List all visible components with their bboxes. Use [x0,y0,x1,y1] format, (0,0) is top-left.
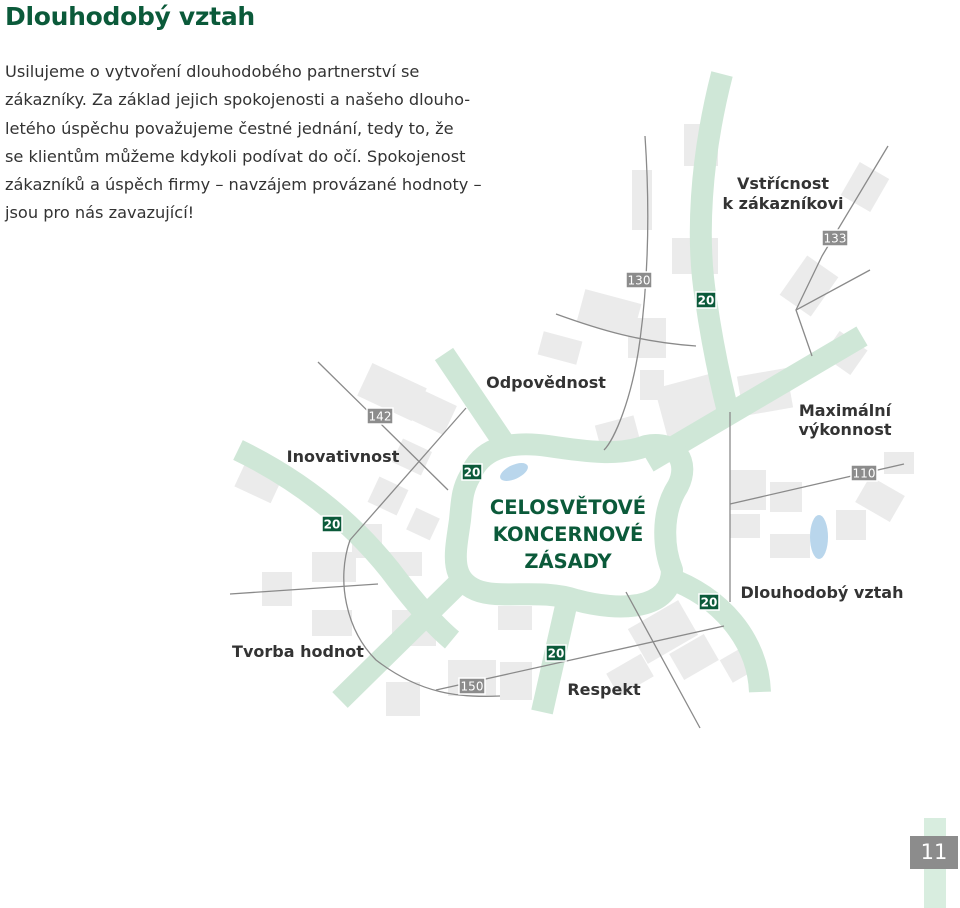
intro-line: zákazníky. Za základ jejich spokojenosti… [5,90,471,110]
intro-line: zákazníků a úspěch firmy – navzájem prov… [5,175,482,195]
svg-text:20: 20 [464,466,481,480]
center-line: ZÁSADY [524,550,612,573]
intro-line: jsou pro nás zavazující! [5,203,195,223]
route-sign-133: 133 [821,229,849,247]
svg-text:142: 142 [369,410,392,424]
label-inovativnost: Inovativnost [287,447,400,466]
label-tvorba-hodnot: Tvorba hodnot [232,642,364,661]
center-line: KONCERNOVÉ [493,523,644,546]
label-dlouhodoby-vztah: Dlouhodobý vztah [740,583,903,602]
svg-text:20: 20 [701,596,718,610]
page-title: Dlouhodobý vztah [5,2,255,31]
intro-paragraph: Usilujeme o vytvoření dlouhodobého partn… [5,58,482,228]
route-sign-20: 20 [545,644,567,662]
water [500,463,828,559]
center-label: CELOSVĚTOVÉ KONCERNOVÉ ZÁSADY [490,496,646,573]
label-vstricnost: k zákazníkovi [722,194,843,213]
value-labels: Odpovědnost Vstřícnost k zákazníkovi Max… [232,174,903,699]
svg-text:20: 20 [324,518,341,532]
streets [229,135,905,729]
page-number: 11 [910,836,958,869]
intro-line: Usilujeme o vytvoření dlouhodobého partn… [5,62,420,81]
label-respekt: Respekt [567,680,641,699]
route-sign-142: 142 [366,407,394,425]
road-signs: 20 20 20 20 20 133 130 142 [321,229,878,695]
svg-text:130: 130 [628,274,651,288]
svg-text:20: 20 [698,294,715,308]
intro-line: se klientům můžeme kdykoli podívat do oč… [5,146,466,166]
center-line: CELOSVĚTOVÉ [490,496,646,519]
route-sign-130: 130 [625,271,653,289]
route-sign-110: 110 [850,464,878,482]
intro-line: letého úspěchu považujeme čestné jednání… [5,118,454,138]
svg-text:20: 20 [548,647,565,661]
route-sign-150: 150 [458,677,486,695]
label-maximalni-vykonnost: výkonnost [798,420,891,439]
svg-text:110: 110 [853,467,876,481]
svg-text:150: 150 [461,680,484,694]
route-sign-20: 20 [695,291,717,309]
route-sign-20: 20 [698,593,720,611]
svg-text:133: 133 [824,232,847,246]
label-vstricnost: Vstřícnost [737,174,829,193]
route-sign-20: 20 [461,463,483,481]
buildings [234,124,914,716]
label-maximalni-vykonnost: Maximální [799,401,893,420]
route-sign-20: 20 [321,515,343,533]
label-odpovednost: Odpovědnost [486,373,606,392]
